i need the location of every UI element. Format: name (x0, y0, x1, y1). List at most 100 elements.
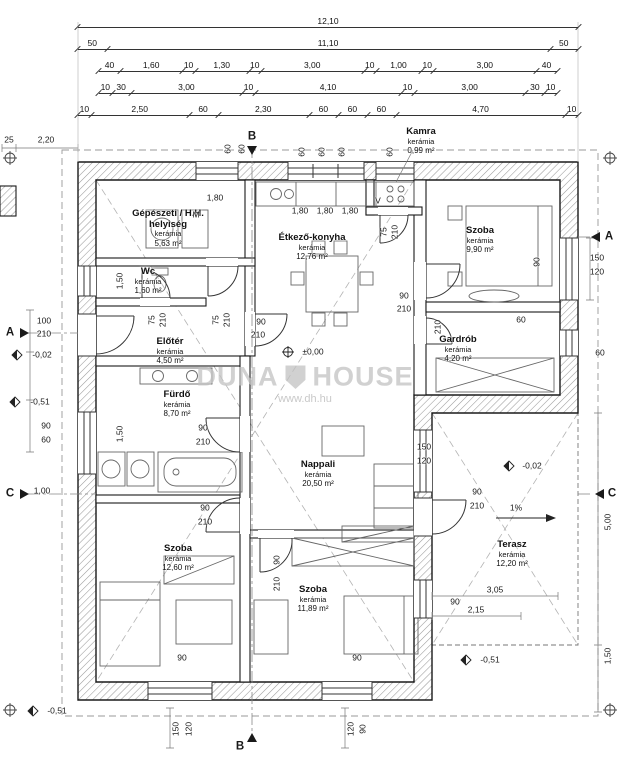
axis-markers (3, 151, 617, 717)
room-label-nappali: Nappali kerámia 20,50 m² (300, 459, 336, 488)
dimension-label: 10 (402, 82, 413, 92)
dimension-label: 10 (545, 82, 556, 92)
dimension-segment: 10 (242, 80, 255, 93)
dimension-label: 90 (256, 316, 266, 327)
dimension-label: 90 (472, 486, 482, 497)
dimension-segment: 40 (536, 58, 557, 71)
windows (78, 162, 578, 700)
dimension-label: 3,00 (303, 60, 321, 70)
dimension-label: 60 (347, 104, 358, 114)
section-triangles (20, 146, 604, 742)
dimension-label: 60 (236, 144, 247, 154)
dimension-label: 60 (318, 104, 329, 114)
dimension-label: 210 (197, 516, 213, 527)
room-name: Gardrób (439, 334, 477, 345)
watermark-text-left: DUNA (196, 361, 279, 392)
room-material: kerámia (164, 553, 192, 563)
room-name: Wc (140, 266, 156, 277)
dimension-segment: 60 (367, 102, 396, 115)
dimension-label: 60 (198, 104, 208, 114)
room-label-gardrob: Gardrób kerámia 4,20 m² (439, 334, 477, 363)
room-material: kerámia (156, 346, 184, 356)
duna-house-shield-icon (285, 365, 306, 389)
section-marker: C (607, 487, 617, 500)
dimension-label: 90 (531, 257, 542, 267)
room-area: 4,20 m² (444, 354, 472, 363)
dimension-label: 210 (271, 576, 282, 592)
dimension-label: 2,15 (467, 604, 485, 615)
dimension-segment: 3,00 (433, 58, 536, 71)
dimension-label: 100 (36, 315, 52, 326)
dimension-segment: 30 (525, 80, 544, 93)
dimension-segment: 3,00 (414, 80, 526, 93)
dimension-label: 210 (221, 312, 232, 328)
dimension-label: 150 (416, 441, 432, 452)
bathroom-fixtures (97, 367, 243, 493)
level-label: -0,51 (480, 654, 500, 665)
dimension-label: 50 (87, 38, 97, 48)
dimension-label: 90 (177, 652, 187, 663)
dimension-label: 1,00 (390, 60, 407, 70)
room-name: Szoba (164, 543, 192, 554)
dimension-label: 40 (104, 60, 115, 70)
room-label-eloter: Előtér kerámia 4,50 m² (156, 336, 184, 365)
dimension-label: 90 (399, 290, 409, 301)
dimension-label: 1,80 (206, 192, 224, 203)
room-name: Szoba (466, 225, 494, 236)
dimension-segment: 50 (78, 36, 107, 49)
dimension-label: 1,50 (114, 272, 125, 290)
room-label-furdo: Fürdő kerámia 8,70 m² (163, 389, 191, 418)
dimension-segment: 60 (189, 102, 218, 115)
dimension-label: 120 (183, 721, 194, 737)
room-area: 5,63 m² (154, 238, 182, 248)
dimension-label: 60 (296, 147, 307, 157)
dimension-segment: 60 (309, 102, 338, 115)
dimension-label: 60 (384, 147, 395, 157)
dimension-segment: 10 (182, 58, 194, 71)
dimension-label: 10 (364, 60, 375, 70)
dimension-segment: 40 (99, 58, 120, 71)
room-area: 12,20 m² (496, 559, 528, 568)
dimension-helper-lines (1, 22, 602, 749)
dimension-label: 90 (357, 724, 368, 734)
room-material: kerámia (298, 242, 326, 252)
dimension-label: 1,80 (341, 205, 359, 216)
dimension-label: 90 (271, 555, 282, 565)
room-area: 8,70 m² (163, 409, 191, 418)
slope-arrow (496, 514, 556, 522)
room-name: Előtér (156, 336, 184, 347)
room-label-wc: Wc kerámia 1,60 m² (134, 266, 161, 295)
dimension-label: 210 (389, 224, 400, 240)
dimension-segment: 10 (401, 80, 414, 93)
dimension-label: 1,30 (213, 60, 230, 70)
watermark-url: www.dh.hu (278, 393, 332, 405)
dimension-label: 10 (100, 82, 111, 92)
room-label-szoba-2: Szoba kerámia 12,60 m² (162, 543, 194, 572)
dimension-segment: 3,00 (261, 58, 364, 71)
room-name: Gépészeti / H.H. helyiség (132, 207, 204, 230)
annotation-label: V (375, 195, 381, 206)
watermark: DUNA HOUSE (196, 362, 413, 393)
dimension-label: 2,30 (254, 104, 272, 114)
dimension-label: 210 (432, 319, 443, 335)
dimension-segment: 4,10 (255, 80, 401, 93)
room-material: kerámia (163, 399, 191, 409)
dimension-chain-overall: 12,10 (78, 14, 578, 28)
dimension-label: 3,00 (461, 82, 478, 92)
room-label-kamra: Kamra kerámia 0,99 m² (406, 126, 436, 155)
dimension-segment: 10 (99, 80, 112, 93)
room-name: Nappali (300, 459, 336, 470)
dimension-label: 150 (589, 252, 605, 263)
dimension-segment: 11,10 (107, 36, 550, 49)
wardrobe-gardrob (435, 357, 555, 393)
dimension-label: 90 (200, 502, 210, 513)
dimension-label: 210 (250, 329, 266, 340)
dimension-segment: 3,00 (131, 80, 243, 93)
dimension-label: 12,10 (317, 16, 339, 26)
dimension-segment: 4,70 (396, 102, 565, 115)
dimension-label: 40 (541, 60, 552, 70)
bedroom1-bed (447, 205, 553, 303)
